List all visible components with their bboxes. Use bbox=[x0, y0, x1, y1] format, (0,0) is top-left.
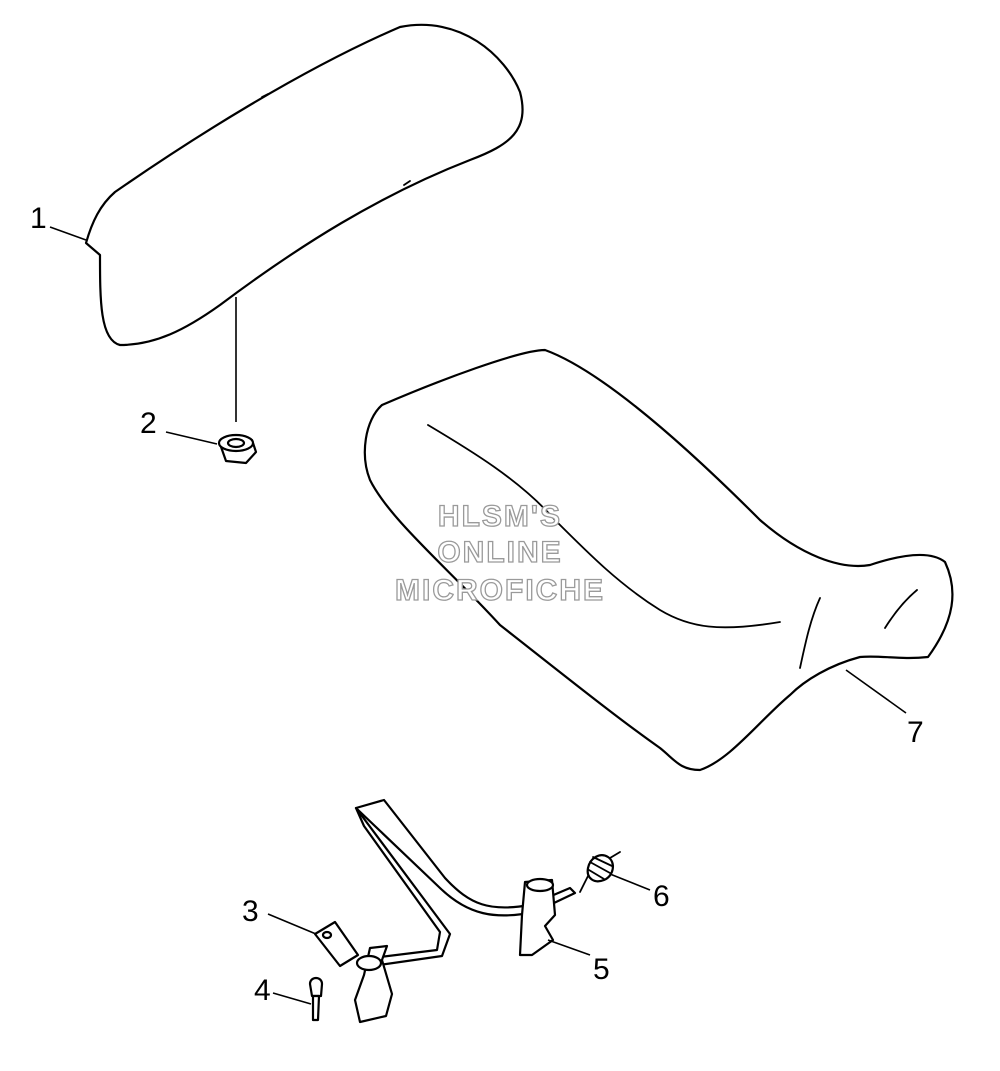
watermark-line-3: MICROFICHE bbox=[395, 574, 605, 607]
main-seat[interactable] bbox=[363, 348, 954, 772]
callout-4: 4 bbox=[254, 974, 271, 1007]
seat-latch-rod[interactable] bbox=[353, 798, 577, 1024]
pin[interactable] bbox=[308, 976, 324, 1022]
leader-line-5 bbox=[547, 939, 591, 956]
callout-3: 3 bbox=[242, 895, 259, 928]
callout-7: 7 bbox=[907, 716, 924, 749]
leader-line-4 bbox=[272, 992, 312, 1005]
latch-spring[interactable] bbox=[579, 851, 621, 893]
callout-6: 6 bbox=[653, 880, 670, 913]
leader-line-2 bbox=[165, 431, 218, 445]
callout-1: 1 bbox=[30, 202, 47, 235]
nut[interactable] bbox=[217, 433, 258, 465]
leader-line-3 bbox=[267, 913, 317, 935]
clip[interactable] bbox=[313, 920, 360, 968]
callout-2: 2 bbox=[140, 407, 157, 440]
leader-line-6 bbox=[609, 873, 651, 891]
watermark: HLSM'S ONLINE MICROFICHE bbox=[394, 499, 605, 607]
leader-line-1 bbox=[49, 226, 87, 241]
callout-5: 5 bbox=[593, 953, 610, 986]
watermark-line-1: HLSM'S bbox=[438, 500, 562, 533]
watermark-line-2: ONLINE bbox=[437, 536, 562, 569]
rear-seat-pad[interactable] bbox=[84, 23, 524, 347]
leader-line-7 bbox=[845, 669, 907, 714]
